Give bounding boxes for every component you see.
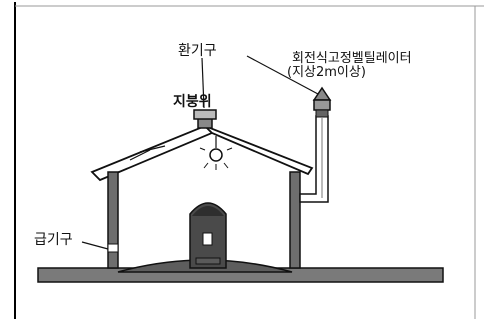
supply-vent-label: 급기구: [34, 232, 73, 248]
roof-right-slope: [204, 125, 314, 176]
left-wall: [107, 171, 119, 269]
leader-line-ventilator: [246, 55, 319, 95]
ventilator-cap: [312, 86, 332, 101]
roof-overhang-mark: [129, 149, 151, 161]
supply-vent-opening: [107, 243, 119, 253]
leader-line-exhaust-vent: [201, 57, 205, 109]
exhaust-duct: [299, 115, 329, 203]
equipment-dome: [192, 206, 224, 216]
right-wall: [289, 171, 301, 269]
light-bulb-icon: [209, 148, 223, 162]
leader-line-supply-vent: [81, 241, 109, 250]
roof-vent-cap: [193, 109, 217, 120]
equipment-window: [202, 232, 213, 246]
roof-overhang-mark: [139, 145, 166, 153]
ventilator-body: [313, 99, 331, 111]
rotary-ventilator-height-label: (지상2m이상): [287, 65, 366, 80]
ventilator-neck: [315, 109, 329, 118]
roof-top-label: 지붕위: [173, 94, 212, 110]
light-rays: [199, 147, 233, 170]
rotary-ventilator-label: 회전식고정벨틸레이터: [292, 51, 412, 66]
exhaust-vent-label: 환기구: [178, 43, 217, 59]
equipment-base: [195, 257, 221, 265]
